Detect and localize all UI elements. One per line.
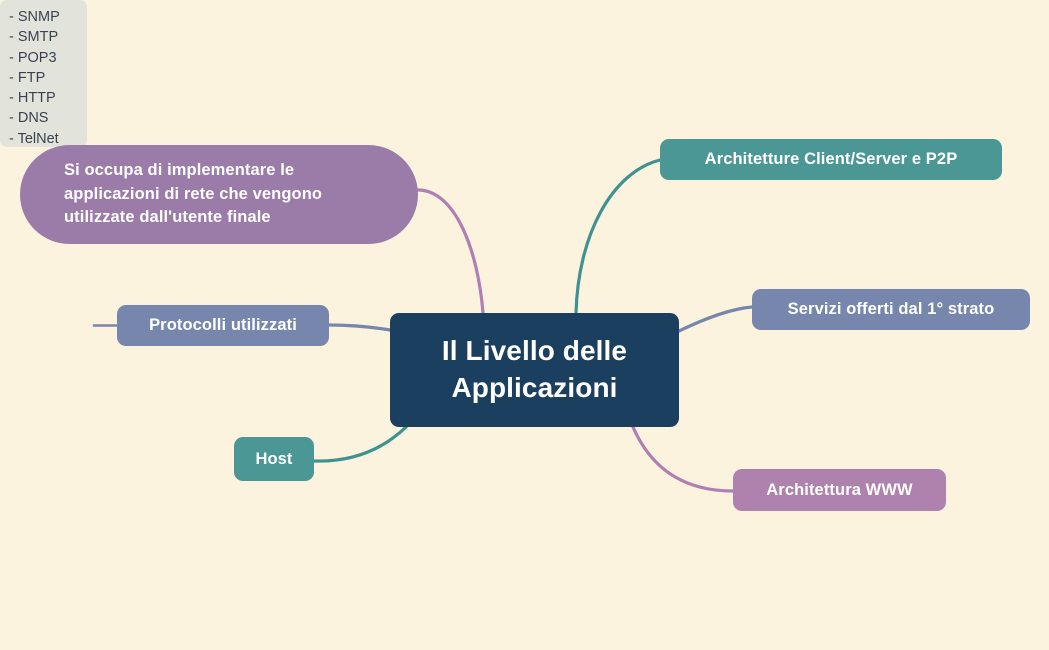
edge-www — [631, 425, 735, 493]
branch-node-descrizione-label: Si occupa di implementare le applicazion… — [64, 159, 322, 229]
protocol-list-item: - FTP — [9, 69, 46, 86]
descrizione-line1: Si occupa di implementare le — [64, 161, 295, 180]
protocol-list-item: - HTTP — [9, 90, 56, 107]
branch-node-descrizione[interactable]: Si occupa di implementare le applicazion… — [20, 145, 418, 244]
edge-architetture — [574, 158, 662, 315]
branch-node-host-label: Host — [255, 449, 293, 468]
protocol-list-item: - DNS — [9, 110, 49, 127]
central-node-label-line1: Il Livello delle — [441, 335, 628, 367]
central-node[interactable]: Il Livello delle Applicazioni — [390, 313, 679, 427]
protocol-list-item: - TelNet — [9, 130, 59, 147]
branch-node-servizi-label: Servizi offerti dal 1° strato — [787, 300, 995, 318]
protocol-list-item: - SMTP — [9, 29, 59, 46]
edge-host — [312, 425, 408, 463]
edge-descrizione — [416, 188, 485, 315]
branch-node-architetture-label: Architetture Client/Server e P2P — [704, 150, 958, 168]
central-node-label: Il Livello delle Applicazioni — [442, 333, 627, 407]
branch-node-www[interactable]: Architettura WWW — [733, 469, 946, 511]
descrizione-line2: applicazioni di rete che vengono — [64, 184, 323, 203]
edge-servizi — [677, 305, 754, 333]
protocol-list-item: - SNMP — [9, 9, 60, 25]
branch-node-architetture[interactable]: Architetture Client/Server e P2P — [660, 139, 1002, 180]
branch-node-protocolli[interactable]: Protocolli utilizzati — [117, 305, 329, 346]
edge-protocolli — [327, 323, 392, 332]
branch-node-host[interactable]: Host — [234, 437, 314, 481]
central-node-label-line2: Applicazioni — [451, 372, 618, 403]
protocol-list-box[interactable]: - SNMP - SMTP - POP3 - FTP - HTTP - DNS … — [0, 0, 87, 147]
branch-node-servizi[interactable]: Servizi offerti dal 1° strato — [752, 289, 1030, 330]
protocol-list-item: - POP3 — [9, 49, 57, 66]
descrizione-line3: utilizzate dall'utente finale — [64, 208, 271, 227]
branch-node-www-label: Architettura WWW — [766, 480, 913, 499]
branch-node-protocolli-label: Protocolli utilizzati — [149, 316, 297, 334]
